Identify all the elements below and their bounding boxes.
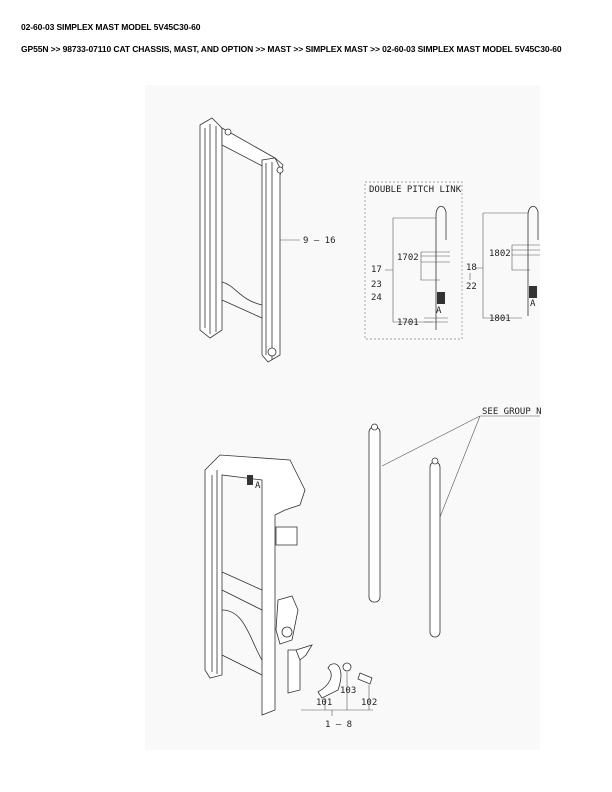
label-23: 23 (371, 280, 382, 290)
chain-right-inset: A 1802 18 22 1801 (466, 205, 540, 324)
arrow-a-label-3: A (255, 481, 261, 491)
label-18: 18 (466, 263, 477, 273)
inset-title: DOUBLE PITCH LINK (369, 185, 462, 195)
label-103: 103 (340, 686, 356, 696)
page-title: 02-60-03 SIMPLEX MAST MODEL 5V45C30-60 (21, 22, 201, 32)
label-102: 102 (361, 698, 377, 708)
cap-101 (317, 663, 342, 699)
double-pitch-link-inset: DOUBLE PITCH LINK A 1702 17 23 24 1701 (364, 181, 463, 340)
label-1702: 1702 (397, 253, 419, 263)
label-1701: 1701 (397, 318, 419, 328)
label-outer-mast: 1 — 8 (325, 720, 352, 730)
label-1801: 1801 (489, 314, 511, 324)
arrow-a-label-1: A (436, 306, 442, 316)
label-101: 101 (316, 698, 332, 708)
outer-mast-drawing: A (204, 454, 313, 716)
label-24: 24 (371, 293, 382, 303)
washer-103 (342, 662, 352, 672)
inner-mast-drawing: 9 — 16 (199, 117, 336, 363)
breadcrumb: GP55N >> 98733-07110 CAT CHASSIS, MAST, … (21, 44, 562, 54)
arrow-a-label-2: A (530, 299, 536, 309)
lift-cylinders: SEE GROUP N (368, 407, 542, 638)
label-inner-mast: 9 — 16 (303, 236, 336, 246)
see-group-note: SEE GROUP N (482, 407, 542, 417)
label-1802: 1802 (489, 249, 511, 259)
label-22: 22 (466, 282, 477, 292)
bolt-102 (357, 672, 373, 685)
label-17: 17 (371, 265, 382, 275)
